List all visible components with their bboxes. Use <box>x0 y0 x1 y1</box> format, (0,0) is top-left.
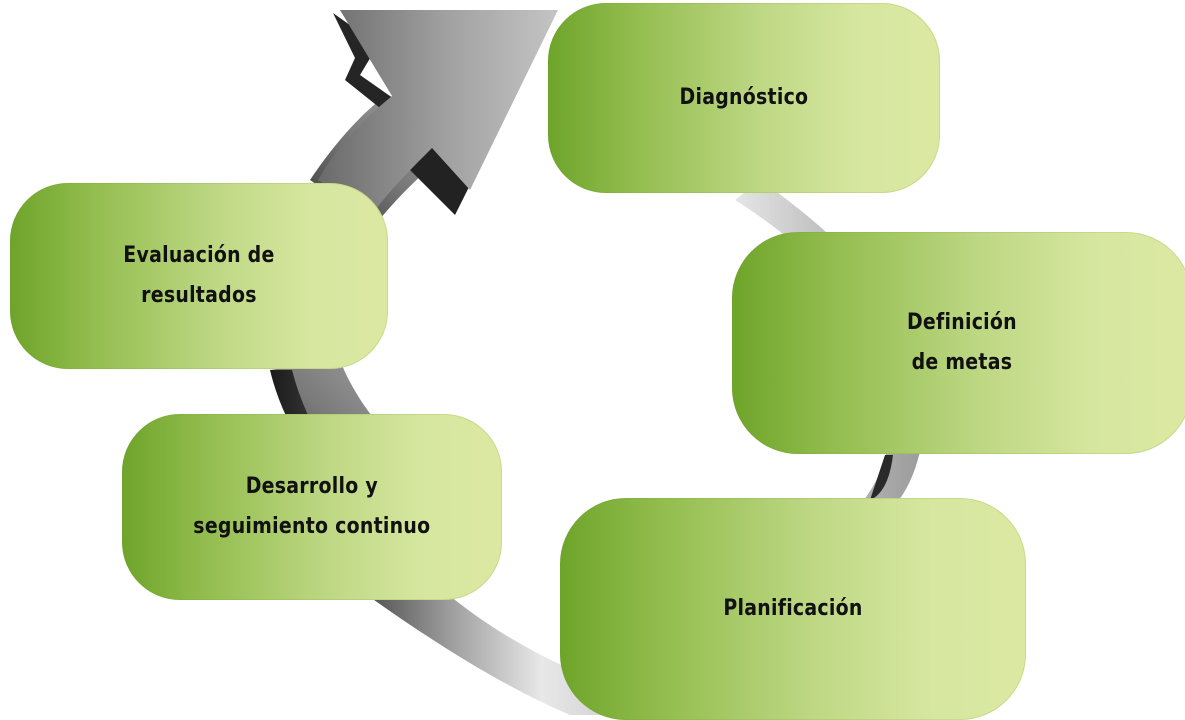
stage-label: Diagnóstico <box>679 85 809 110</box>
cycle-arrow-head-side-lower <box>410 140 470 215</box>
stage-label: Desarrollo y seguimiento continuo <box>193 474 431 539</box>
stage-definicion-de-metas: Definición de metas <box>732 232 1185 454</box>
cycle-arrow-head-side <box>333 13 425 120</box>
stage-label: Evaluación de resultados <box>123 243 275 308</box>
stage-diagnostico: Diagnóstico <box>548 3 940 193</box>
stage-label: Planificación <box>723 596 863 621</box>
cycle-arrow-head <box>318 10 558 215</box>
stage-label: Definición de metas <box>907 310 1017 375</box>
stage-evaluacion-de-resultados: Evaluación de resultados <box>10 183 388 369</box>
stage-desarrollo-y-seguimiento: Desarrollo y seguimiento continuo <box>122 414 502 600</box>
stage-planificacion: Planificación <box>560 498 1026 720</box>
cycle-arrow-right-shadow <box>870 455 893 500</box>
